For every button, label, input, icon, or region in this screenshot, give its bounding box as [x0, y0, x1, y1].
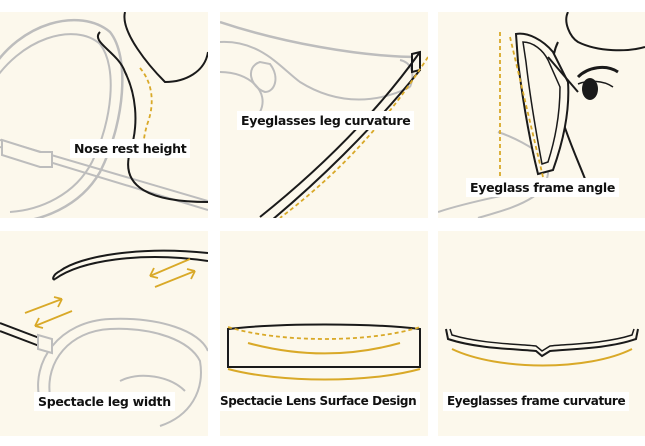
leg-width-illustration — [0, 249, 208, 427]
lens-surface-illustration — [227, 323, 421, 381]
panel-label: Eyeglasses leg curvature — [237, 111, 415, 130]
panel-spectacle-lens-surface-design: Spectacie Lens Surface Design — [220, 231, 428, 436]
panel-label: Nose rest height — [70, 139, 191, 158]
panel-eyeglasses-frame-curvature: Eyeglasses frame curvature — [438, 231, 645, 436]
leg-curvature-illustration — [220, 20, 428, 218]
frame-curvature-illustration — [445, 328, 639, 367]
panel-spectacle-leg-width: Spectacle leg width — [0, 231, 208, 436]
panel-label: Spectacle leg width — [34, 392, 175, 411]
panel-label: Eyeglass frame angle — [466, 178, 620, 197]
nose-rest-illustration — [0, 12, 208, 218]
panel-eyeglass-frame-angle: Eyeglass frame angle — [438, 12, 645, 218]
panel-eyeglasses-leg-curvature: Eyeglasses leg curvature — [220, 12, 428, 218]
frame-angle-illustration — [438, 12, 645, 218]
panel-nose-rest-height: Nose rest height — [0, 12, 208, 218]
panel-label: Spectacie Lens Surface Design — [220, 392, 421, 411]
panel-label: Eyeglasses frame curvature — [443, 392, 630, 411]
